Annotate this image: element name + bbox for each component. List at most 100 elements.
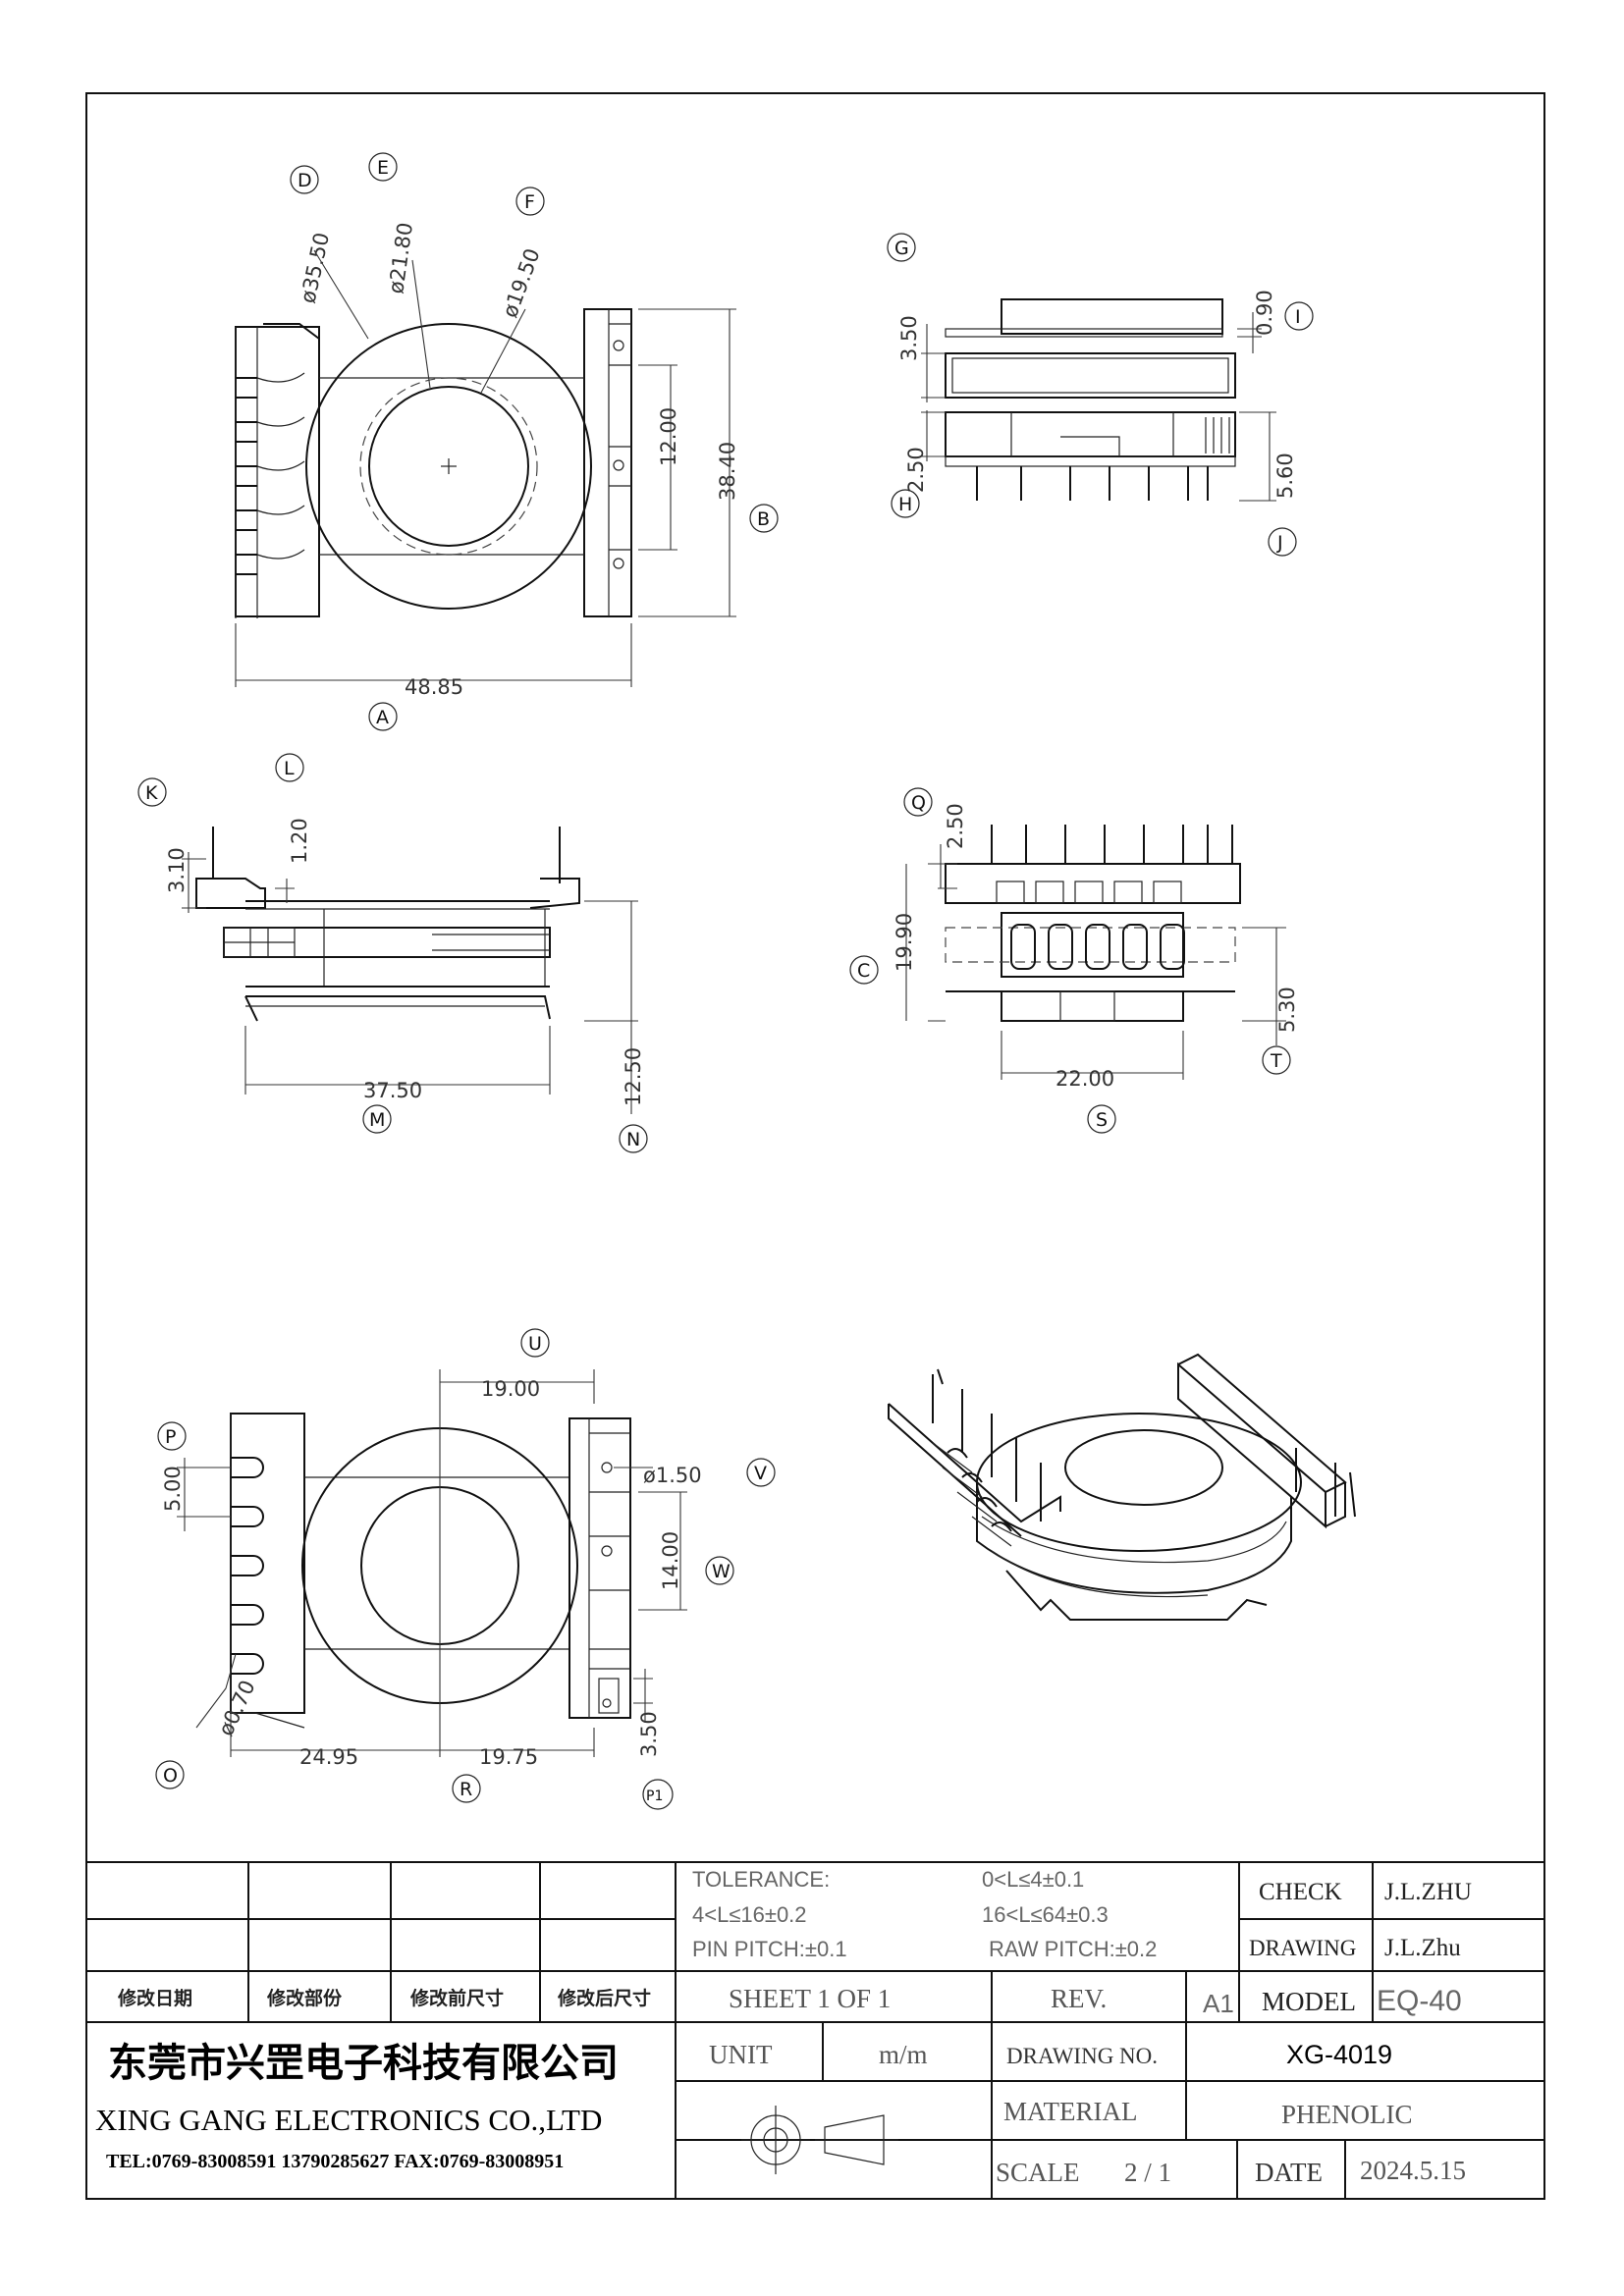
- dim-14-00: 14.00: [659, 1531, 682, 1590]
- svg-text:T: T: [1270, 1050, 1282, 1072]
- tolerance-range-1: 0<L≤4±0.1: [982, 1867, 1084, 1892]
- dim-3-50-p1: 3.50: [637, 1711, 661, 1757]
- dim-2-50-q: 2.50: [944, 803, 967, 849]
- end-view: 19.90 2.50 5.30 22.00: [893, 803, 1299, 1091]
- svg-text:E: E: [377, 157, 389, 179]
- bottom-view: 19.00 ø1.50 5.00 14.00 ø0.70 24.95 19.75…: [161, 1369, 702, 1769]
- model-value: EQ-40: [1377, 1985, 1462, 2017]
- svg-text:I: I: [1295, 306, 1301, 328]
- drawing-label: DRAWING: [1249, 1936, 1356, 1960]
- callout-I: I: [1284, 301, 1314, 331]
- title-block: TOLERANCE: 0<L≤4±0.1 4<L≤16±0.2 16<L≤64±…: [85, 1861, 1545, 2200]
- svg-text:L: L: [284, 758, 295, 779]
- callout-M: M: [362, 1104, 392, 1134]
- scale-label: SCALE: [996, 2158, 1080, 2187]
- material-value: PHENOLIC: [1281, 2100, 1413, 2129]
- callout-N: N: [619, 1124, 648, 1153]
- dim-d21-80: ø21.80: [384, 221, 417, 295]
- date-value: 2024.5.15: [1360, 2156, 1466, 2185]
- date-label: DATE: [1255, 2158, 1323, 2187]
- tolerance-label: TOLERANCE:: [692, 1867, 830, 1892]
- dim-5-30: 5.30: [1275, 987, 1299, 1033]
- tolerance-range-2: 4<L≤16±0.2: [692, 1902, 807, 1927]
- callout-Q: Q: [903, 787, 933, 817]
- callout-S: S: [1087, 1104, 1116, 1134]
- svg-text:G: G: [894, 238, 909, 259]
- callout-F: F: [515, 187, 545, 216]
- svg-text:N: N: [626, 1129, 640, 1150]
- dim-19-75: 19.75: [479, 1745, 538, 1769]
- dim-3-10: 3.10: [165, 847, 189, 893]
- dim-12-50: 12.50: [622, 1047, 645, 1106]
- callout-B: B: [749, 504, 779, 533]
- dim-0-90: 0.90: [1253, 290, 1276, 336]
- drawing-no-label: DRAWING NO.: [1006, 2044, 1158, 2068]
- rev-col-part: 修改部份: [266, 1987, 343, 2009]
- company-name-en: XING GANG ELECTRONICS CO.,LTD: [95, 2103, 602, 2137]
- svg-text:O: O: [163, 1765, 178, 1787]
- dim-22-00: 22.00: [1056, 1067, 1114, 1091]
- callout-U: U: [520, 1328, 550, 1358]
- company-contact: TEL:0769-83008591 13790285627 FAX:0769-8…: [106, 2151, 564, 2172]
- callout-T: T: [1262, 1045, 1291, 1075]
- sheet-text: SHEET 1 OF 1: [729, 1984, 891, 2013]
- front-view: 3.10 1.20 37.50 12.50: [165, 818, 645, 1114]
- dim-d35-50: ø35.50: [296, 231, 334, 305]
- scale-value: 2 / 1: [1124, 2158, 1171, 2187]
- callout-V: V: [746, 1458, 776, 1487]
- dim-5-60: 5.60: [1273, 453, 1297, 499]
- callout-C: C: [849, 955, 879, 985]
- svg-text:C: C: [857, 960, 870, 982]
- drawing-no-value: XG-4019: [1286, 2040, 1392, 2069]
- dim-38-40: 38.40: [716, 442, 739, 501]
- callout-E: E: [368, 152, 398, 182]
- rev-label: REV.: [1051, 1984, 1107, 2013]
- rev-col-before: 修改前尺寸: [409, 1987, 504, 2009]
- callout-J: J: [1268, 527, 1297, 557]
- dim-3-50-g: 3.50: [897, 315, 921, 361]
- pin-pitch: PIN PITCH:±0.1: [692, 1937, 847, 1961]
- isometric-view: [888, 1353, 1356, 1621]
- company-name-cn: 东莞市兴罡电子科技有限公司: [108, 2042, 619, 2085]
- svg-text:A: A: [376, 707, 389, 728]
- rev-col-date: 修改日期: [117, 1987, 192, 2009]
- dim-5-00: 5.00: [161, 1466, 185, 1512]
- check-label: CHECK: [1259, 1879, 1342, 1905]
- raw-pitch: RAW PITCH:±0.2: [989, 1937, 1157, 1961]
- callout-A: A: [368, 702, 398, 731]
- dim-2-50-h: 2.50: [904, 447, 928, 493]
- callouts: D E F A B G I H J K L M N Q C T S U P V …: [137, 152, 1314, 1810]
- svg-text:Q: Q: [911, 792, 926, 814]
- callout-G: G: [887, 233, 916, 262]
- material-label: MATERIAL: [1003, 2097, 1138, 2126]
- svg-text:R: R: [460, 1779, 472, 1800]
- dim-12-00: 12.00: [657, 407, 680, 466]
- svg-text:V: V: [754, 1463, 767, 1484]
- callout-R: R: [452, 1774, 481, 1803]
- callout-O: O: [155, 1760, 185, 1789]
- dim-d1-50: ø1.50: [643, 1464, 702, 1487]
- svg-text:B: B: [757, 508, 770, 530]
- dim-d0-70: ø0.70: [214, 1677, 260, 1739]
- callout-W: W: [705, 1556, 734, 1585]
- svg-text:D: D: [298, 170, 312, 191]
- dim-d19-50: ø19.50: [498, 245, 545, 321]
- svg-text:W: W: [712, 1561, 731, 1582]
- dim-48-85: 48.85: [405, 675, 463, 699]
- check-value: J.L.ZHU: [1384, 1879, 1472, 1905]
- svg-text:S: S: [1096, 1109, 1108, 1131]
- callout-P1: P1: [642, 1779, 674, 1810]
- dim-37-50: 37.50: [363, 1079, 422, 1102]
- side-view: 3.50 0.90 2.50 5.60: [897, 290, 1297, 502]
- svg-text:J: J: [1276, 532, 1283, 554]
- callout-H: H: [891, 489, 920, 518]
- svg-text:M: M: [369, 1109, 385, 1131]
- svg-text:P1: P1: [646, 1789, 663, 1804]
- rev-col-after: 修改后尺寸: [557, 1987, 651, 2009]
- callout-L: L: [275, 753, 304, 782]
- callout-P: P: [157, 1421, 187, 1451]
- unit-value: m/m: [879, 2040, 928, 2069]
- dim-24-95: 24.95: [299, 1745, 358, 1769]
- dim-1-20: 1.20: [288, 818, 311, 864]
